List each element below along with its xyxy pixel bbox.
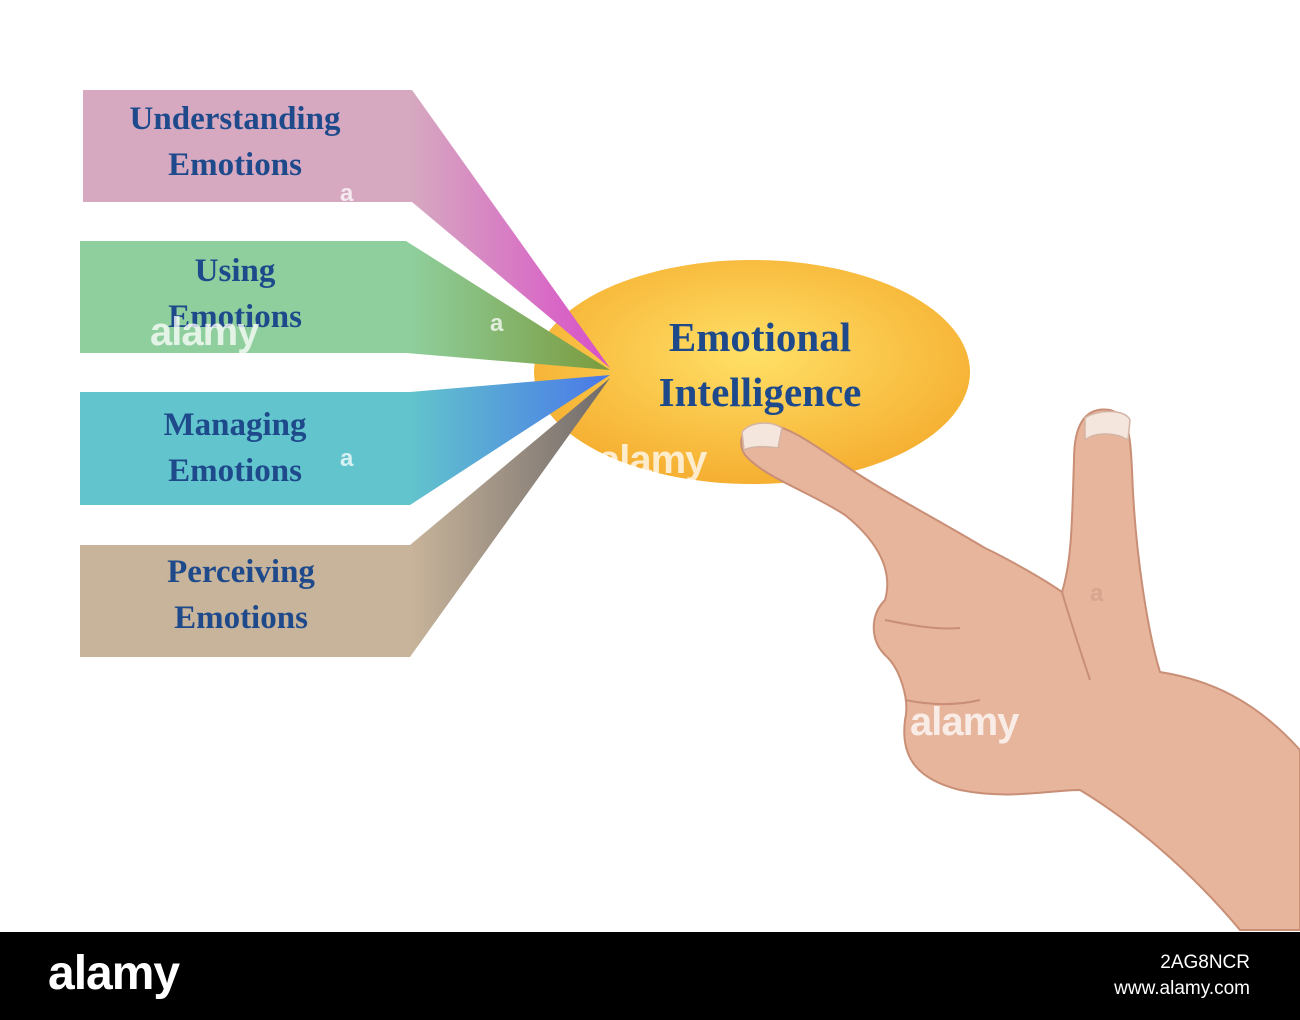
center-label-line2: Intelligence xyxy=(658,369,862,415)
node-label-understanding: Understanding Emotions xyxy=(100,96,370,188)
node-perceiving-line2: Emotions xyxy=(174,600,308,636)
node-arrow-managing xyxy=(80,375,610,505)
node-arrow-understanding xyxy=(83,90,610,368)
footer-bar: alamy 2AG8NCR www.alamy.com xyxy=(0,932,1300,1020)
alamy-logo: alamy xyxy=(48,947,180,1000)
watermark: alamy xyxy=(150,310,259,354)
site-url: www.alamy.com xyxy=(1114,978,1250,999)
node-managing-line1: Managing xyxy=(163,407,307,443)
emotional-intelligence-diagram xyxy=(80,90,1300,931)
node-using-line2: Emotions xyxy=(168,299,302,335)
node-label-managing: Managing Emotions xyxy=(100,402,370,494)
node-managing-line2: Emotions xyxy=(168,453,302,489)
center-label: Emotional Intelligence xyxy=(610,310,910,420)
node-perceiving-line1: Perceiving xyxy=(167,554,315,590)
center-ellipse xyxy=(534,260,970,484)
node-arrow-using xyxy=(80,241,610,370)
pointing-hand-image xyxy=(740,408,1300,931)
node-arrow-perceiving xyxy=(80,378,610,657)
watermark: alamy xyxy=(598,438,707,482)
node-label-using: Using Emotions xyxy=(100,248,370,340)
image-id: 2AG8NCR xyxy=(1160,952,1250,973)
watermark-mark: a xyxy=(1090,580,1103,607)
watermark-mark: a xyxy=(490,310,503,337)
center-label-line1: Emotional xyxy=(668,314,852,360)
node-understanding-line1: Understanding xyxy=(129,101,341,137)
node-understanding-line2: Emotions xyxy=(168,147,302,183)
image-credit: 2AG8NCR www.alamy.com xyxy=(1114,950,1250,1002)
watermark-mark: a xyxy=(340,180,353,207)
watermark: alamy xyxy=(910,700,1019,744)
node-label-perceiving: Perceiving Emotions xyxy=(106,549,376,641)
node-using-line1: Using xyxy=(194,253,276,289)
watermark-mark: a xyxy=(340,445,353,472)
